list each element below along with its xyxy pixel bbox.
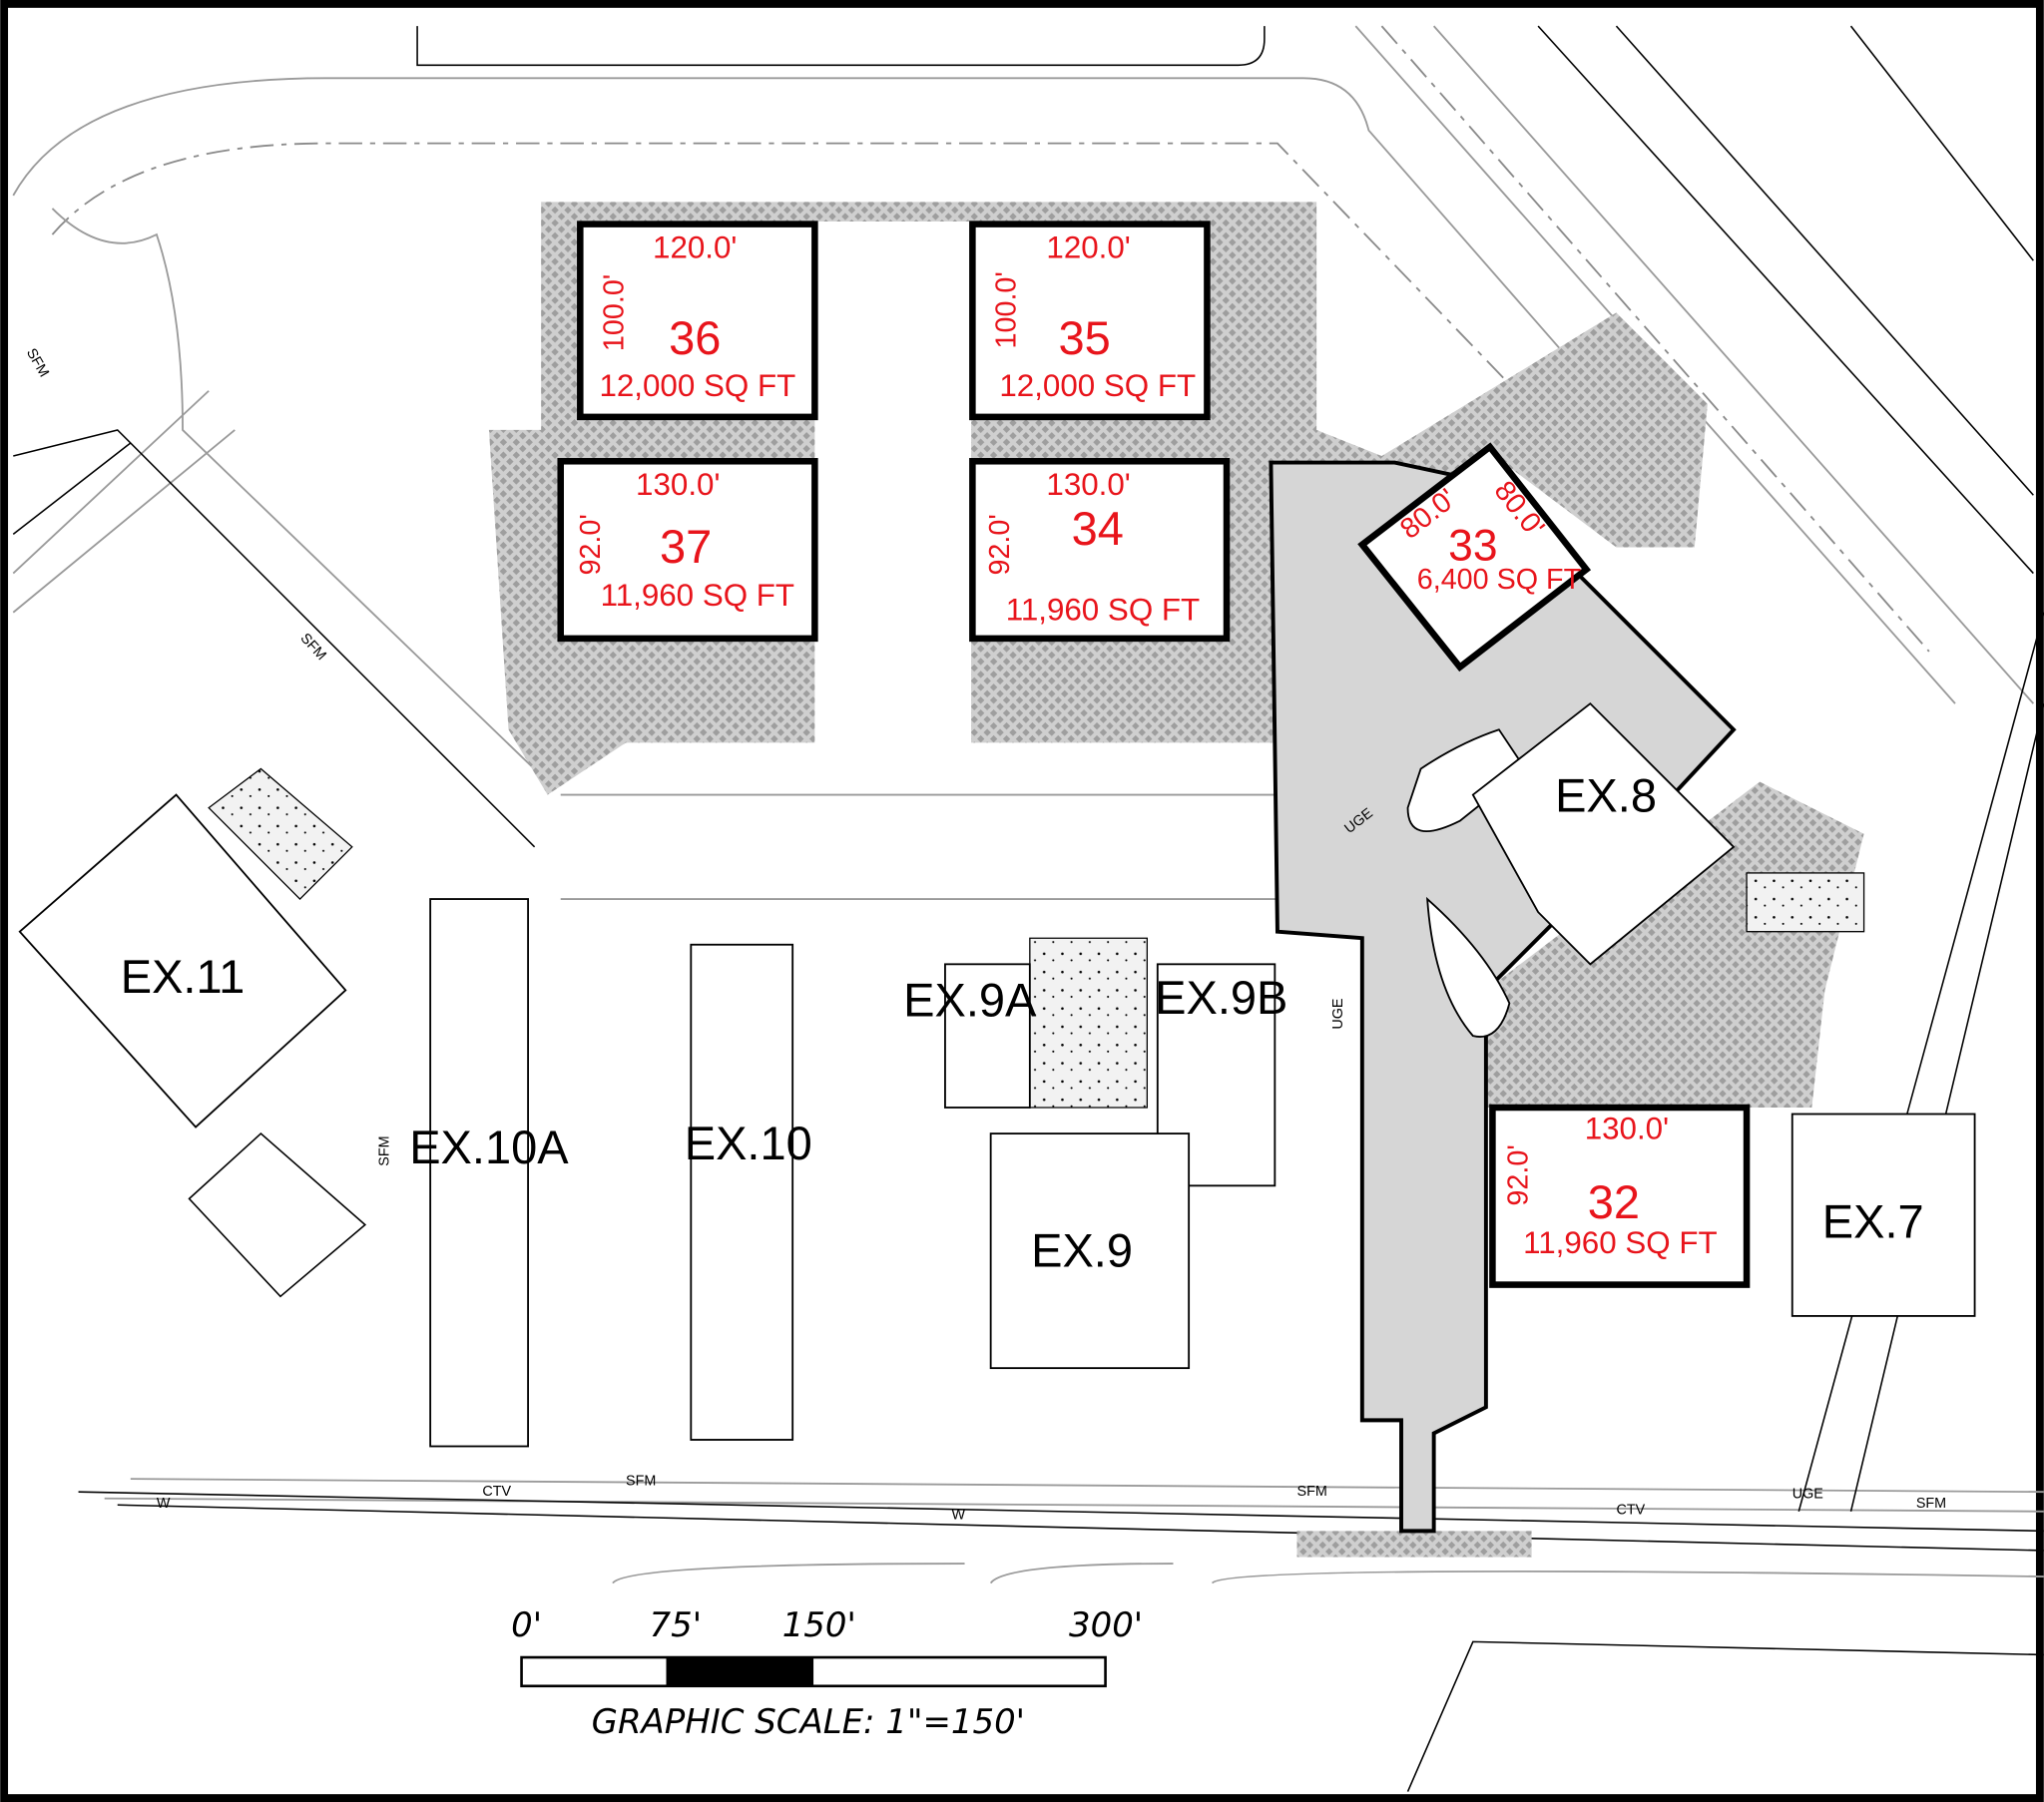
building-width: 120.0' <box>653 230 737 265</box>
scale-caption: GRAPHIC SCALE: 1"=150' <box>592 1702 1025 1742</box>
building-width: 120.0' <box>1046 230 1130 265</box>
scale-tick-75: 75' <box>650 1605 703 1645</box>
parking-stalls-west <box>188 1132 367 1298</box>
building-depth: 92.0' <box>1503 1144 1535 1205</box>
building-width: 130.0' <box>636 467 720 502</box>
scale-bar-segment <box>666 1657 814 1686</box>
building-depth: 92.0' <box>575 514 607 575</box>
existing-building-labels: EX.11 EX.10A EX.10 EX.9A EX.9B EX.9 EX.8… <box>121 769 1924 1277</box>
label-ctv: CTV <box>1616 1502 1645 1518</box>
island-teardrop <box>1426 896 1511 1038</box>
paving-area-south <box>1296 1531 1532 1558</box>
plaza <box>1029 937 1149 1109</box>
label-ex-9b: EX.9B <box>1155 971 1287 1024</box>
building-number: 37 <box>660 520 712 573</box>
label-sfm: SFM <box>626 1474 656 1490</box>
existing-buildings <box>18 701 1976 1448</box>
label-ex-9a: EX.9A <box>903 974 1037 1027</box>
building-number: 33 <box>1448 522 1497 571</box>
label-uge: UGE <box>1792 1487 1823 1503</box>
building-area: 12,000 SQ FT <box>999 368 1196 403</box>
building-area: 6,400 SQ FT <box>1417 564 1581 596</box>
label-ex-10a: EX.10A <box>409 1121 569 1173</box>
label-sfm: SFM <box>1297 1484 1327 1500</box>
building-number: 34 <box>1072 502 1124 555</box>
building-ex-9 <box>989 1132 1191 1370</box>
label-w: W <box>951 1508 965 1524</box>
scale-tick-0: 0' <box>511 1605 542 1645</box>
label-uge: UGE <box>1330 999 1346 1030</box>
pad-east <box>1746 872 1865 933</box>
proposed-buildings: 120.0' 100.0' 36 12,000 SQ FT 120.0' 100… <box>557 221 1751 1288</box>
scale-tick-150: 150' <box>782 1605 856 1645</box>
building-depth: 100.0' <box>598 274 630 351</box>
label-sfm: SFM <box>376 1135 392 1165</box>
building-ex-7 <box>1790 1113 1976 1317</box>
building-37: 130.0' 92.0' 37 11,960 SQ FT <box>557 458 818 643</box>
label-sfm: SFM <box>297 631 329 664</box>
label-sfm: SFM <box>23 346 52 380</box>
label-sfm: SFM <box>1916 1496 1946 1512</box>
graphic-scale: 0' 75' 150' 300' GRAPHIC SCALE: 1"=150' <box>511 1605 1143 1742</box>
building-ex-9a <box>944 963 1031 1109</box>
label-ex-10: EX.10 <box>685 1117 812 1169</box>
building-ex-10 <box>690 943 794 1441</box>
building-32: 130.0' 92.0' 32 11,960 SQ FT <box>1489 1104 1751 1288</box>
building-number: 35 <box>1059 311 1111 364</box>
label-ex-8: EX.8 <box>1555 769 1657 822</box>
building-number: 32 <box>1588 1175 1640 1228</box>
building-33: 80.0' 80.0' 33 6,400 SQ FT <box>1357 442 1592 673</box>
roads-linework <box>12 25 2044 1792</box>
paving-area-east <box>1485 781 1864 1108</box>
building-34: 130.0' 92.0' 34 11,960 SQ FT <box>969 458 1231 643</box>
building-ex-10a <box>429 898 529 1448</box>
building-depth: 100.0' <box>990 271 1022 348</box>
building-ex-11 <box>18 793 347 1128</box>
building-area: 11,960 SQ FT <box>1523 1225 1717 1260</box>
scale-tick-300: 300' <box>1069 1605 1143 1645</box>
label-w: W <box>157 1496 171 1512</box>
building-area: 12,000 SQ FT <box>599 368 795 403</box>
building-36: 120.0' 100.0' 36 12,000 SQ FT <box>577 221 818 421</box>
label-ex-9: EX.9 <box>1031 1223 1133 1276</box>
building-depth: 92.0' <box>984 514 1016 575</box>
label-ex-7: EX.7 <box>1822 1195 1924 1248</box>
building-area: 11,960 SQ FT <box>1006 593 1200 628</box>
sidewalk-west <box>208 767 353 900</box>
building-35: 120.0' 100.0' 35 12,000 SQ FT <box>969 221 1211 421</box>
building-number: 36 <box>669 311 721 364</box>
label-ex-11: EX.11 <box>121 950 246 1003</box>
label-ctv: CTV <box>482 1484 511 1500</box>
building-width: 130.0' <box>1046 467 1130 502</box>
building-area: 11,960 SQ FT <box>601 578 794 613</box>
building-ex-8 <box>1471 701 1736 966</box>
building-width: 130.0' <box>1585 1111 1669 1145</box>
